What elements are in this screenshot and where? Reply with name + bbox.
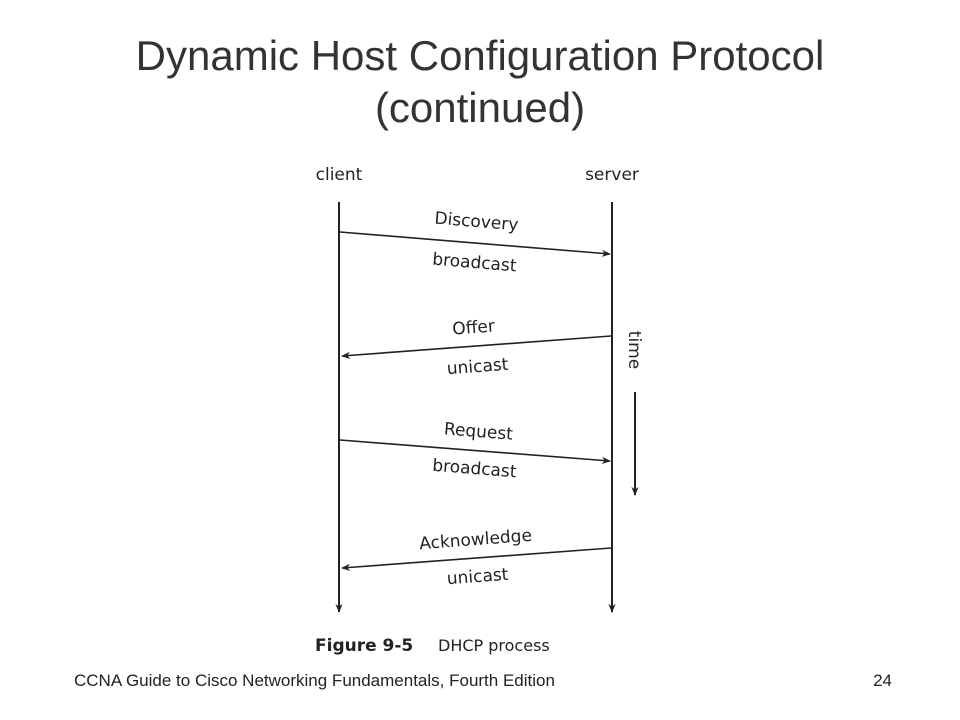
figure-caption: DHCP process — [438, 636, 550, 655]
client-label: client — [316, 165, 363, 185]
discovery-type-label: broadcast — [432, 250, 518, 277]
page-number: 24 — [873, 671, 892, 690]
time-label: time — [624, 331, 644, 369]
slide-title-line1: Dynamic Host Configuration Protocol — [135, 32, 825, 79]
offer-type-label: unicast — [446, 355, 509, 380]
server-label: server — [585, 165, 639, 185]
acknowledge-arrow — [341, 547, 612, 571]
discovery-arrow — [339, 231, 611, 257]
slide-title: Dynamic Host Configuration Protocol (con… — [40, 30, 920, 134]
slide-title-line2: (continued) — [374, 84, 586, 131]
request-label: Request — [443, 419, 514, 444]
figure-number: Figure 9-5 — [315, 636, 413, 656]
request-arrow — [339, 439, 611, 464]
footer-source: CCNA Guide to Cisco Networking Fundament… — [74, 671, 555, 690]
discovery-label: Discovery — [434, 209, 519, 236]
acknowledge-label: Acknowledge — [419, 526, 533, 554]
offer-arrow — [341, 335, 612, 359]
offer-label: Offer — [452, 316, 496, 339]
acknowledge-type-label: unicast — [446, 565, 509, 590]
request-type-label: broadcast — [432, 456, 518, 483]
